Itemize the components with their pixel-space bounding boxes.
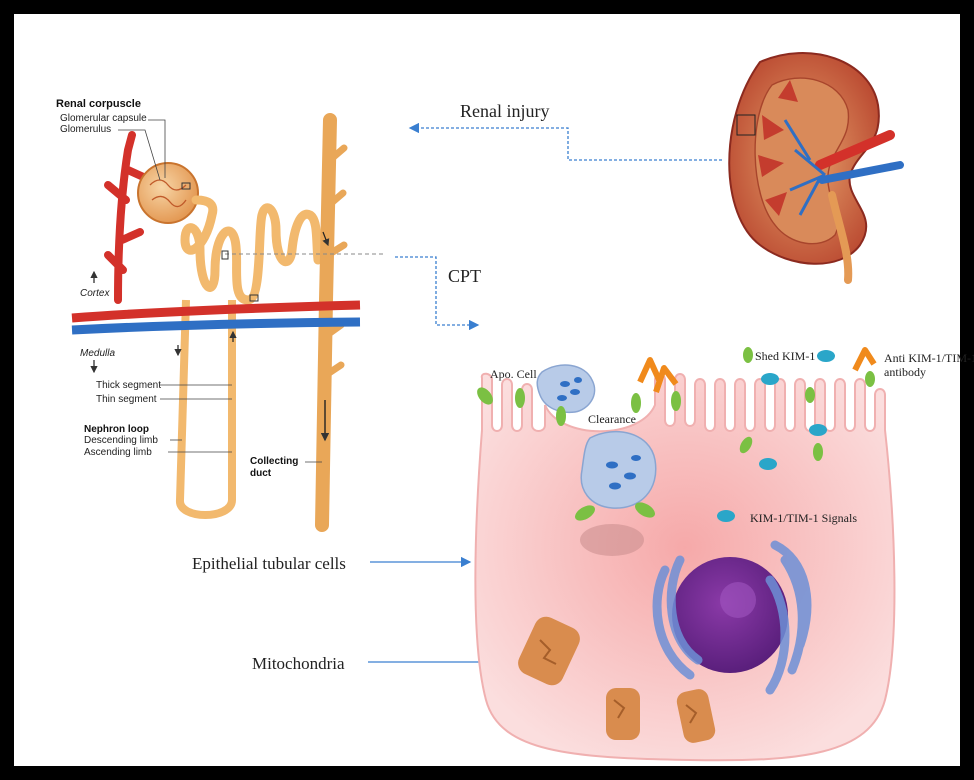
label-collecting: Collecting: [250, 456, 298, 467]
label-medulla: Medulla: [80, 348, 115, 359]
label-thin-segment: Thin segment: [96, 394, 157, 405]
label-kim1-signals: KIM-1/TIM-1 Signals: [750, 511, 857, 525]
afferent-arteriole: [108, 135, 150, 300]
proximal-tubule: [185, 200, 318, 300]
label-ascending-limb: Ascending limb: [84, 447, 152, 458]
label-descending-limb: Descending limb: [84, 435, 158, 446]
artery-band: [72, 305, 360, 318]
label-anti-kim1-line1: Anti KIM-1/TIM-1: [884, 351, 974, 365]
label-anti-kim1-line2: antibody: [884, 365, 926, 379]
label-cortex: Cortex: [80, 288, 110, 299]
label-shed-kim1: Shed KIM-1: [755, 349, 815, 363]
label-duct: duct: [250, 468, 272, 479]
label-thick-segment: Thick segment: [96, 380, 161, 391]
label-glomerulus: Glomerulus: [60, 124, 111, 135]
kidney-illustration: [729, 53, 900, 280]
label-apo-cell: Apo. Cell: [490, 367, 537, 381]
glomerulus-ball: [138, 163, 198, 223]
nephron-diagram: Renal corpuscle Glomerular capsule Glome…: [56, 98, 385, 525]
label-glomerular-capsule: Glomerular capsule: [60, 113, 147, 124]
label-renal-corpuscle: Renal corpuscle: [56, 98, 141, 110]
label-epithelial-tubular-cells: Epithelial tubular cells: [192, 554, 346, 573]
label-mitochondria: Mitochondria: [252, 654, 345, 673]
epithelial-cell: [475, 374, 894, 761]
label-renal-injury: Renal injury: [460, 101, 549, 121]
label-nephron-loop: Nephron loop: [84, 424, 149, 435]
label-clearance: Clearance: [588, 412, 636, 426]
vein-band: [72, 322, 360, 330]
label-cpt: CPT: [448, 266, 481, 286]
nephron-loop: [180, 300, 232, 515]
